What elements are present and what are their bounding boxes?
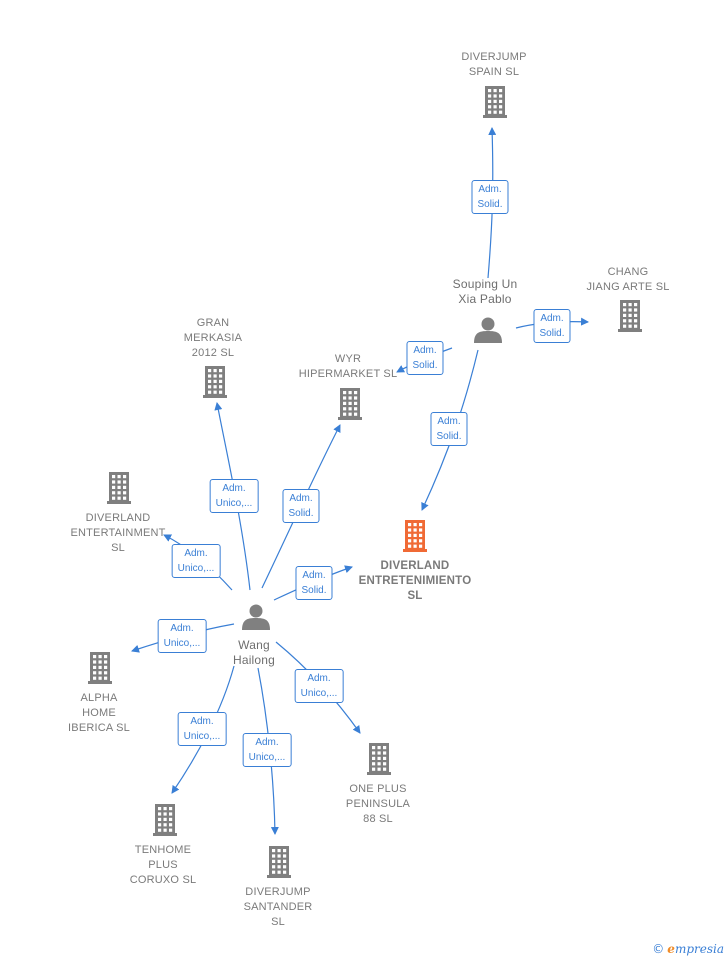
person-icon[interactable] bbox=[474, 317, 502, 344]
node-label-line: IBERICA SL bbox=[68, 722, 130, 734]
edge-label-wang-to-diverland-ent[interactable]: Adm. Unico,... bbox=[171, 544, 221, 578]
edge-label-line: Adm. bbox=[302, 570, 326, 581]
edge-label-line: Adm. bbox=[478, 184, 502, 195]
node-label-line: ALPHA bbox=[80, 692, 118, 704]
edge-label-wang-to-alpha[interactable]: Adm. Unico,... bbox=[157, 619, 207, 653]
node-label-line: SPAIN SL bbox=[468, 66, 520, 78]
edge-label-line: Solid. bbox=[412, 360, 438, 371]
building-icon[interactable] bbox=[203, 366, 227, 398]
edge-label-line: Unico,... bbox=[215, 498, 253, 509]
edge-label-wang-to-wyr[interactable]: Adm. Solid. bbox=[282, 489, 320, 523]
edge-label-line: Unico,... bbox=[300, 688, 338, 699]
edge-label-line: Unico,... bbox=[183, 731, 221, 742]
edge-label-line: Solid. bbox=[436, 431, 462, 442]
node-label-line: ENTRETENIMIENTO bbox=[358, 575, 472, 587]
node-label-diverland-main[interactable]: DIVERLAND ENTRETENIMIENTO SL bbox=[359, 559, 472, 604]
node-label-line: CHANG bbox=[607, 266, 649, 278]
edge-label-line: Solid. bbox=[477, 199, 503, 210]
node-label-line: DIVERLAND bbox=[380, 560, 450, 572]
node-label-line: TENHOME bbox=[134, 844, 192, 856]
edge-label-line: Adm. bbox=[289, 493, 313, 504]
edge-label-line: Adm. bbox=[307, 673, 331, 684]
edge-label-line: Solid. bbox=[539, 328, 565, 339]
edge-label-line: Unico,... bbox=[163, 638, 201, 649]
node-label-line: SL bbox=[407, 590, 423, 602]
person-icon[interactable] bbox=[242, 604, 270, 631]
node-label-tenhome[interactable]: TENHOME PLUS CORUXO SL bbox=[130, 843, 197, 888]
node-label-line: DIVERLAND bbox=[85, 512, 151, 524]
edge-label-line: Adm. bbox=[170, 623, 194, 634]
node-label-wyr[interactable]: WYR HIPERMARKET SL bbox=[299, 352, 398, 382]
main-building-icon[interactable] bbox=[403, 520, 427, 552]
edge-label-souping-to-wyr[interactable]: Adm. Solid. bbox=[406, 341, 444, 375]
node-label-diverjump-spain[interactable]: DIVERJUMP SPAIN SL bbox=[461, 50, 526, 80]
edge-label-wang-to-one-plus[interactable]: Adm. Unico,... bbox=[294, 669, 344, 703]
building-icon[interactable] bbox=[367, 743, 391, 775]
building-icon[interactable] bbox=[107, 472, 131, 504]
building-icon[interactable] bbox=[88, 652, 112, 684]
node-label-line: WYR bbox=[334, 353, 362, 365]
node-label-line: SANTANDER bbox=[243, 901, 313, 913]
footer-brand[interactable]: ©empresia bbox=[652, 942, 724, 956]
edge-label-line: Unico,... bbox=[177, 563, 215, 574]
edge-label-souping-to-diverland-main[interactable]: Adm. Solid. bbox=[430, 412, 468, 446]
edge-label-wang-to-diverjump-santander[interactable]: Adm. Unico,... bbox=[242, 733, 292, 767]
brand-name: mpresia bbox=[674, 942, 724, 956]
edge-label-line: Adm. bbox=[184, 548, 208, 559]
node-label-line: HIPERMARKET SL bbox=[298, 368, 398, 380]
node-label-line: GRAN bbox=[196, 317, 230, 329]
node-label-alpha[interactable]: ALPHA HOME IBERICA SL bbox=[68, 691, 130, 736]
edge-label-line: Adm. bbox=[413, 345, 437, 356]
building-icon[interactable] bbox=[153, 804, 177, 836]
edge-label-line: Adm. bbox=[190, 716, 214, 727]
node-label-line: HOME bbox=[82, 707, 116, 719]
node-label-line: DIVERJUMP bbox=[461, 51, 527, 63]
building-icon[interactable] bbox=[338, 388, 362, 420]
edge-label-wang-to-diverland-main[interactable]: Adm. Solid. bbox=[295, 566, 333, 600]
building-icon[interactable] bbox=[618, 300, 642, 332]
node-label-line: SL bbox=[111, 542, 125, 554]
node-label-line: PENINSULA bbox=[345, 798, 411, 810]
edge-label-line: Solid. bbox=[288, 508, 314, 519]
node-label-line: PLUS bbox=[148, 859, 178, 871]
copyright-symbol: © bbox=[652, 942, 665, 956]
node-label-line: DIVERJUMP bbox=[245, 886, 311, 898]
node-label-line: Xia Pablo bbox=[458, 292, 512, 306]
edge-label-line: Adm. bbox=[540, 313, 564, 324]
node-label-line: SL bbox=[271, 916, 285, 928]
node-label-line: JIANG ARTE SL bbox=[586, 281, 670, 293]
edge-label-souping-to-diverjump-spain[interactable]: Adm. Solid. bbox=[471, 180, 509, 214]
node-label-line: Wang bbox=[238, 638, 270, 652]
node-label-line: CORUXO SL bbox=[129, 874, 197, 886]
edge-label-wang-to-tenhome[interactable]: Adm. Unico,... bbox=[177, 712, 227, 746]
node-label-line: ENTERTAINMENT bbox=[70, 527, 166, 539]
node-label-one-plus[interactable]: ONE PLUS PENINSULA 88 SL bbox=[346, 782, 410, 827]
node-label-line: ONE PLUS bbox=[349, 783, 407, 795]
node-label-line: MERKASIA bbox=[183, 332, 243, 344]
node-label-line: Hailong bbox=[232, 653, 276, 667]
node-label-gran-merkasia[interactable]: GRAN MERKASIA 2012 SL bbox=[184, 316, 242, 361]
nodes-layer bbox=[88, 86, 642, 878]
node-label-diverland-ent[interactable]: DIVERLAND ENTERTAINMENT SL bbox=[70, 511, 165, 556]
node-label-line: Souping Un bbox=[452, 277, 518, 291]
node-label-diverjump-santander[interactable]: DIVERJUMP SANTANDER SL bbox=[244, 885, 313, 930]
edge-label-line: Adm. bbox=[437, 416, 461, 427]
building-icon[interactable] bbox=[483, 86, 507, 118]
edge-label-line: Solid. bbox=[301, 585, 327, 596]
edge-label-wang-to-gran-merkasia[interactable]: Adm. Unico,... bbox=[209, 479, 259, 513]
edge-label-line: Adm. bbox=[255, 737, 279, 748]
brand-initial: e bbox=[667, 942, 675, 956]
node-label-line: 2012 SL bbox=[191, 347, 235, 359]
node-label-chang[interactable]: CHANG JIANG ARTE SL bbox=[586, 265, 669, 295]
building-icon[interactable] bbox=[267, 846, 291, 878]
edge-label-line: Adm. bbox=[222, 483, 246, 494]
edge-label-line: Unico,... bbox=[248, 752, 286, 763]
node-label-line: 88 SL bbox=[363, 813, 393, 825]
edge-label-souping-to-chang[interactable]: Adm. Solid. bbox=[533, 309, 571, 343]
